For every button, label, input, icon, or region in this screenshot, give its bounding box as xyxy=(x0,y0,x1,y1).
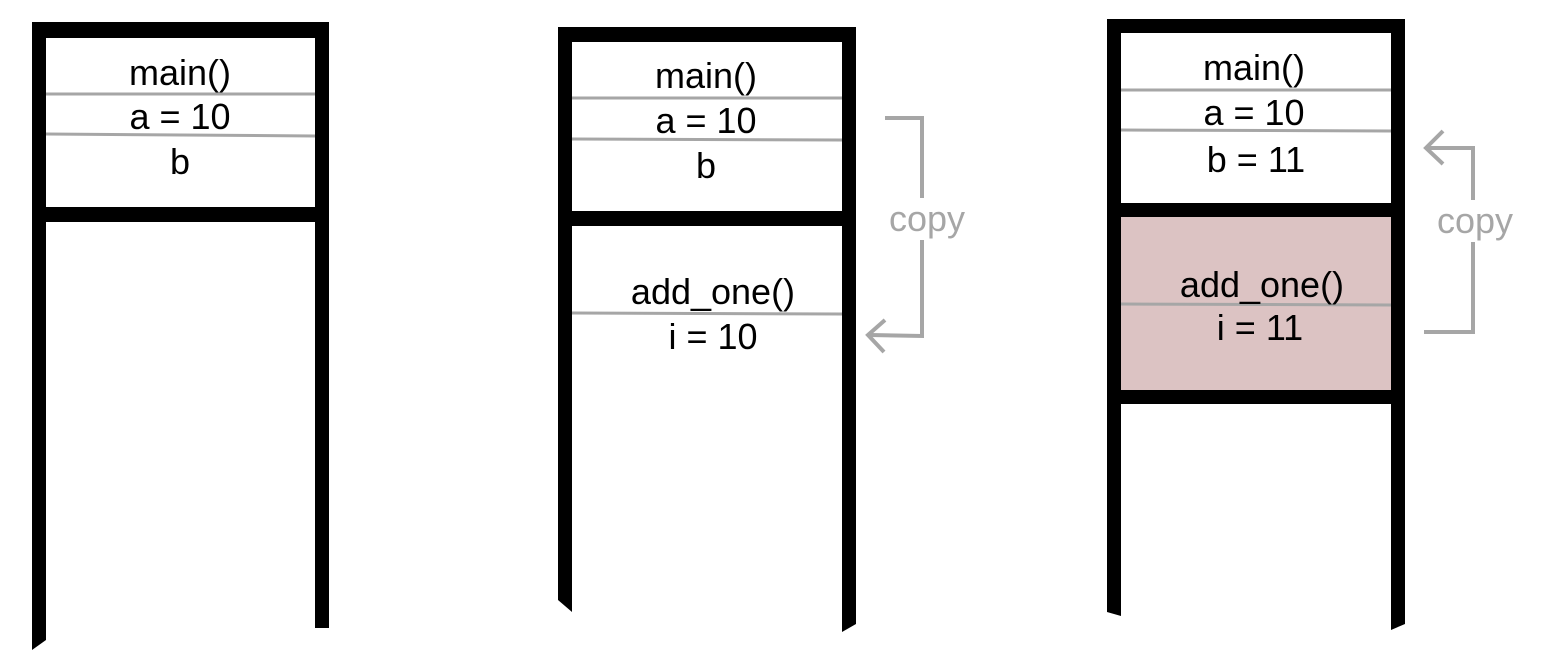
stack-3-var-b: b = 11 xyxy=(1207,139,1305,180)
stack-3: main() a = 10 b = 11 add_one() i = 11 xyxy=(1107,19,1405,630)
stack-2-var-i: i = 10 xyxy=(668,316,757,357)
stack-1-left-wall xyxy=(32,22,46,650)
arrowhead-left-icon xyxy=(1423,129,1445,166)
stack-1-row-divider xyxy=(45,132,316,138)
stack-3-top-border xyxy=(1107,19,1405,33)
copy-label-backdrop xyxy=(884,198,970,240)
stack-3-call-row-divider xyxy=(1120,302,1392,307)
stack-2-right-wall xyxy=(842,27,856,632)
stack-2-main-label: main() xyxy=(655,55,757,96)
stack-2-var-a: a = 10 xyxy=(655,100,756,141)
stack-2-copy-label: copy xyxy=(889,198,965,239)
stack-1-right-wall xyxy=(315,22,329,628)
stack-3-copy-arrow: copy xyxy=(1423,129,1518,334)
stack-2-var-b: b xyxy=(696,145,716,186)
stack-3-right-wall xyxy=(1391,19,1405,630)
stack-2-row-divider xyxy=(571,137,843,142)
stack-3-var-i: i = 11 xyxy=(1217,307,1303,348)
stack-2-call-row-divider xyxy=(571,311,843,316)
stack-3-left-wall xyxy=(1107,19,1121,616)
copy-label-backdrop xyxy=(1432,200,1518,242)
arrowhead-left-icon xyxy=(865,318,887,354)
stack-3-copy-label: copy xyxy=(1437,200,1513,241)
stack-3-row-divider xyxy=(1120,128,1392,133)
stack-1-main-label: main() xyxy=(129,52,231,93)
stack-3-call-label: add_one() xyxy=(1180,264,1344,305)
stack-1-var-b: b xyxy=(170,141,190,182)
stack-1: main() a = 10 b xyxy=(32,22,329,650)
stack-2: main() a = 10 b add_one() i = 10 xyxy=(558,27,856,632)
stack-2-copy-arrow: copy xyxy=(865,116,970,354)
stack-3-var-a: a = 10 xyxy=(1203,92,1304,133)
stack-1-frame-divider xyxy=(32,207,329,222)
stack-1-var-a: a = 10 xyxy=(129,96,230,137)
stack-1-top-border xyxy=(32,22,329,38)
stack-2-call-label: add_one() xyxy=(631,271,795,312)
stack-2-top-border xyxy=(558,27,856,42)
stack-3-call-frame-bottom xyxy=(1107,390,1405,404)
stack-3-frame-divider xyxy=(1107,203,1405,217)
stack-2-frame-divider xyxy=(558,211,856,226)
stack-3-main-label: main() xyxy=(1203,47,1305,88)
stack-2-left-wall xyxy=(558,27,572,612)
